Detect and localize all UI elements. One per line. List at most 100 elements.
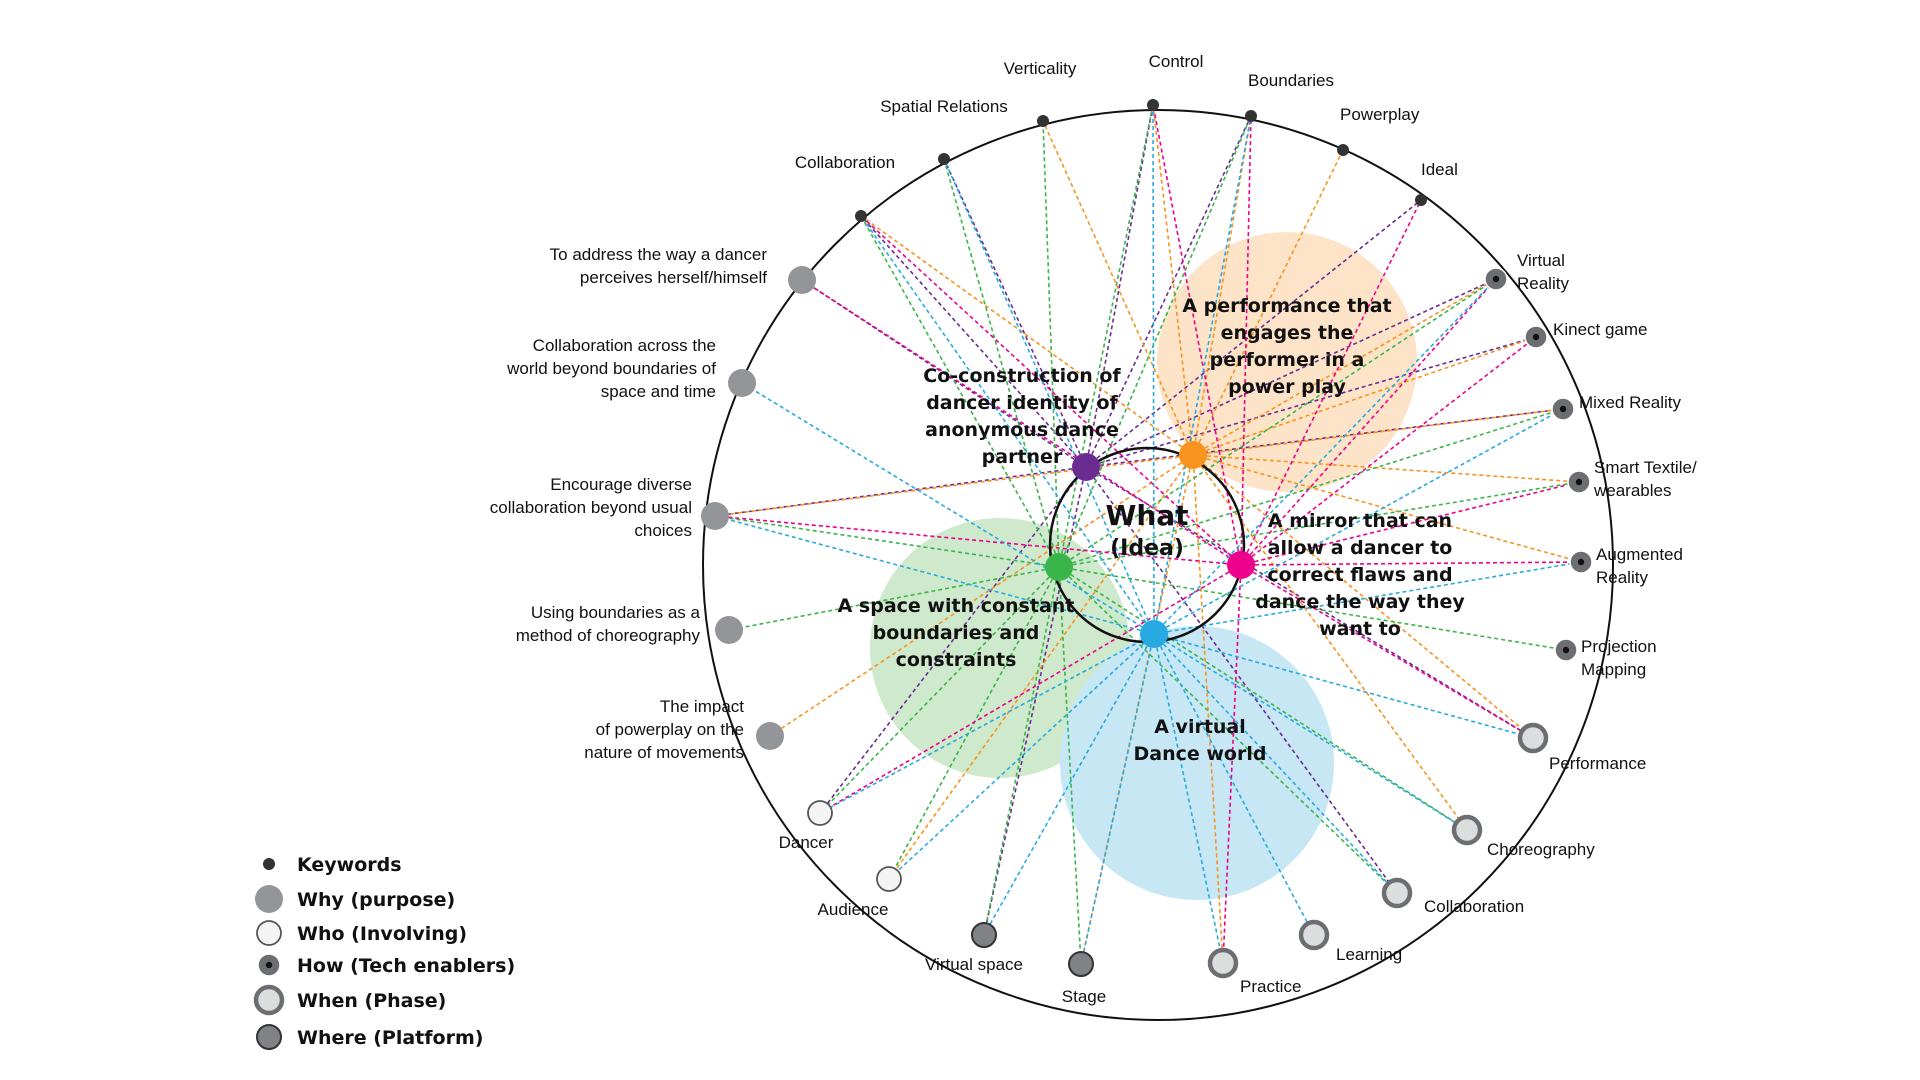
connection-line [1192, 408, 1564, 456]
idea-label-line: A space with constant [838, 595, 1075, 617]
when-marker [1451, 814, 1483, 846]
connection-line [714, 515, 1155, 635]
node-label: Collaboration [795, 153, 895, 172]
node-label: Powerplay [1340, 105, 1420, 124]
connection-line [1058, 115, 1252, 568]
node-label-line: nature of movements [584, 743, 744, 762]
node-label-line: Mixed Reality [1579, 393, 1682, 412]
how-marker [1484, 267, 1508, 291]
connection-line [1192, 454, 1534, 739]
connection-line [1058, 566, 1567, 651]
idea-dot [1140, 620, 1168, 648]
connection-line [714, 454, 1194, 517]
when-marker [1207, 947, 1239, 979]
connection-line [1153, 278, 1497, 635]
node-label-line: Collaboration [795, 153, 895, 172]
connection-line [1240, 481, 1580, 566]
where-marker [971, 922, 997, 948]
connection-line [983, 633, 1155, 936]
node-label-line: Audience [818, 900, 889, 919]
node-label: Kinect game [1553, 320, 1648, 339]
idea-dot [1045, 553, 1073, 581]
connection-line [819, 466, 1087, 814]
connection-line [1192, 454, 1468, 831]
center-subtitle: (Idea) [1110, 536, 1184, 561]
idea-label-line: engages the [1221, 322, 1354, 344]
when-marker [1298, 919, 1330, 951]
node-label: Mixed Reality [1579, 393, 1682, 412]
outer-ring [702, 109, 1614, 1021]
connection-line [1240, 115, 1252, 566]
connection-line [1080, 633, 1155, 965]
node-label-line: Smart Textile/ [1594, 458, 1697, 477]
connection-line [1240, 336, 1537, 566]
keyword-marker [1337, 144, 1349, 156]
node-label-line: Choreography [1487, 840, 1595, 859]
node-label: Ideal [1421, 160, 1458, 179]
why-marker [756, 722, 784, 750]
legend-label: Keywords [297, 854, 402, 876]
connection-line [801, 279, 1087, 468]
connection-line [943, 158, 1155, 635]
connection-line [1042, 120, 1060, 568]
node-label-line: collaboration beyond usual [490, 498, 692, 517]
connection-line [819, 633, 1155, 814]
connection-line [1058, 481, 1580, 568]
connection-lines [714, 104, 1582, 965]
node-label-line: perceives herself/himself [580, 268, 767, 287]
node-label-line: space and time [601, 382, 716, 401]
where-marker [1068, 951, 1094, 977]
node-label-line: Performance [1549, 754, 1646, 773]
connection-line [714, 466, 1087, 517]
node-label: Practice [1240, 977, 1301, 996]
node-label: Collaboration [1424, 897, 1524, 916]
node-label: Performance [1549, 754, 1646, 773]
connection-line [1153, 633, 1468, 831]
connection-line [1085, 278, 1497, 468]
connection-line [1192, 149, 1344, 456]
idea-label-line: Dance world [1134, 743, 1267, 765]
node-label-line: Spatial Relations [880, 97, 1008, 116]
node-label-line: world beyond boundaries of [506, 359, 716, 378]
node-label-line: Virtual [1517, 251, 1565, 270]
idea-halo [1060, 626, 1334, 900]
connection-line [819, 566, 1060, 814]
idea-label-line: boundaries and [873, 622, 1040, 644]
connection-line [1240, 561, 1582, 566]
idea-label-line: anonymous dance [925, 419, 1119, 441]
connection-line [1058, 566, 1468, 831]
idea-label-line: performer in a [1210, 349, 1365, 371]
node-label-line: Stage [1062, 987, 1106, 1006]
why-marker [715, 616, 743, 644]
node-label: Stage [1062, 987, 1106, 1006]
keyword-marker [855, 210, 867, 222]
connection-line [1058, 104, 1154, 568]
connection-line [1192, 454, 1224, 964]
connection-line [1058, 566, 1082, 965]
node-label-line: Boundaries [1248, 71, 1334, 90]
legend-label: How (Tech enablers) [297, 955, 515, 977]
node-label-line: Reality [1596, 568, 1648, 587]
node-label: Verticality [1004, 59, 1077, 78]
connection-line [1192, 115, 1252, 456]
connection-line [860, 215, 1087, 468]
connection-line [801, 279, 1242, 566]
idea-label-line: correct flaws and [1267, 564, 1452, 586]
connection-line [769, 454, 1194, 737]
node-label-line: of powerplay on the [596, 720, 744, 739]
why-marker [701, 502, 729, 530]
node-label: Control [1149, 52, 1204, 71]
connection-line [1153, 633, 1315, 936]
node-label-line: Mapping [1581, 660, 1646, 679]
node-label-line: Learning [1336, 945, 1402, 964]
keyword-marker [1037, 115, 1049, 127]
idea-dot [1179, 441, 1207, 469]
